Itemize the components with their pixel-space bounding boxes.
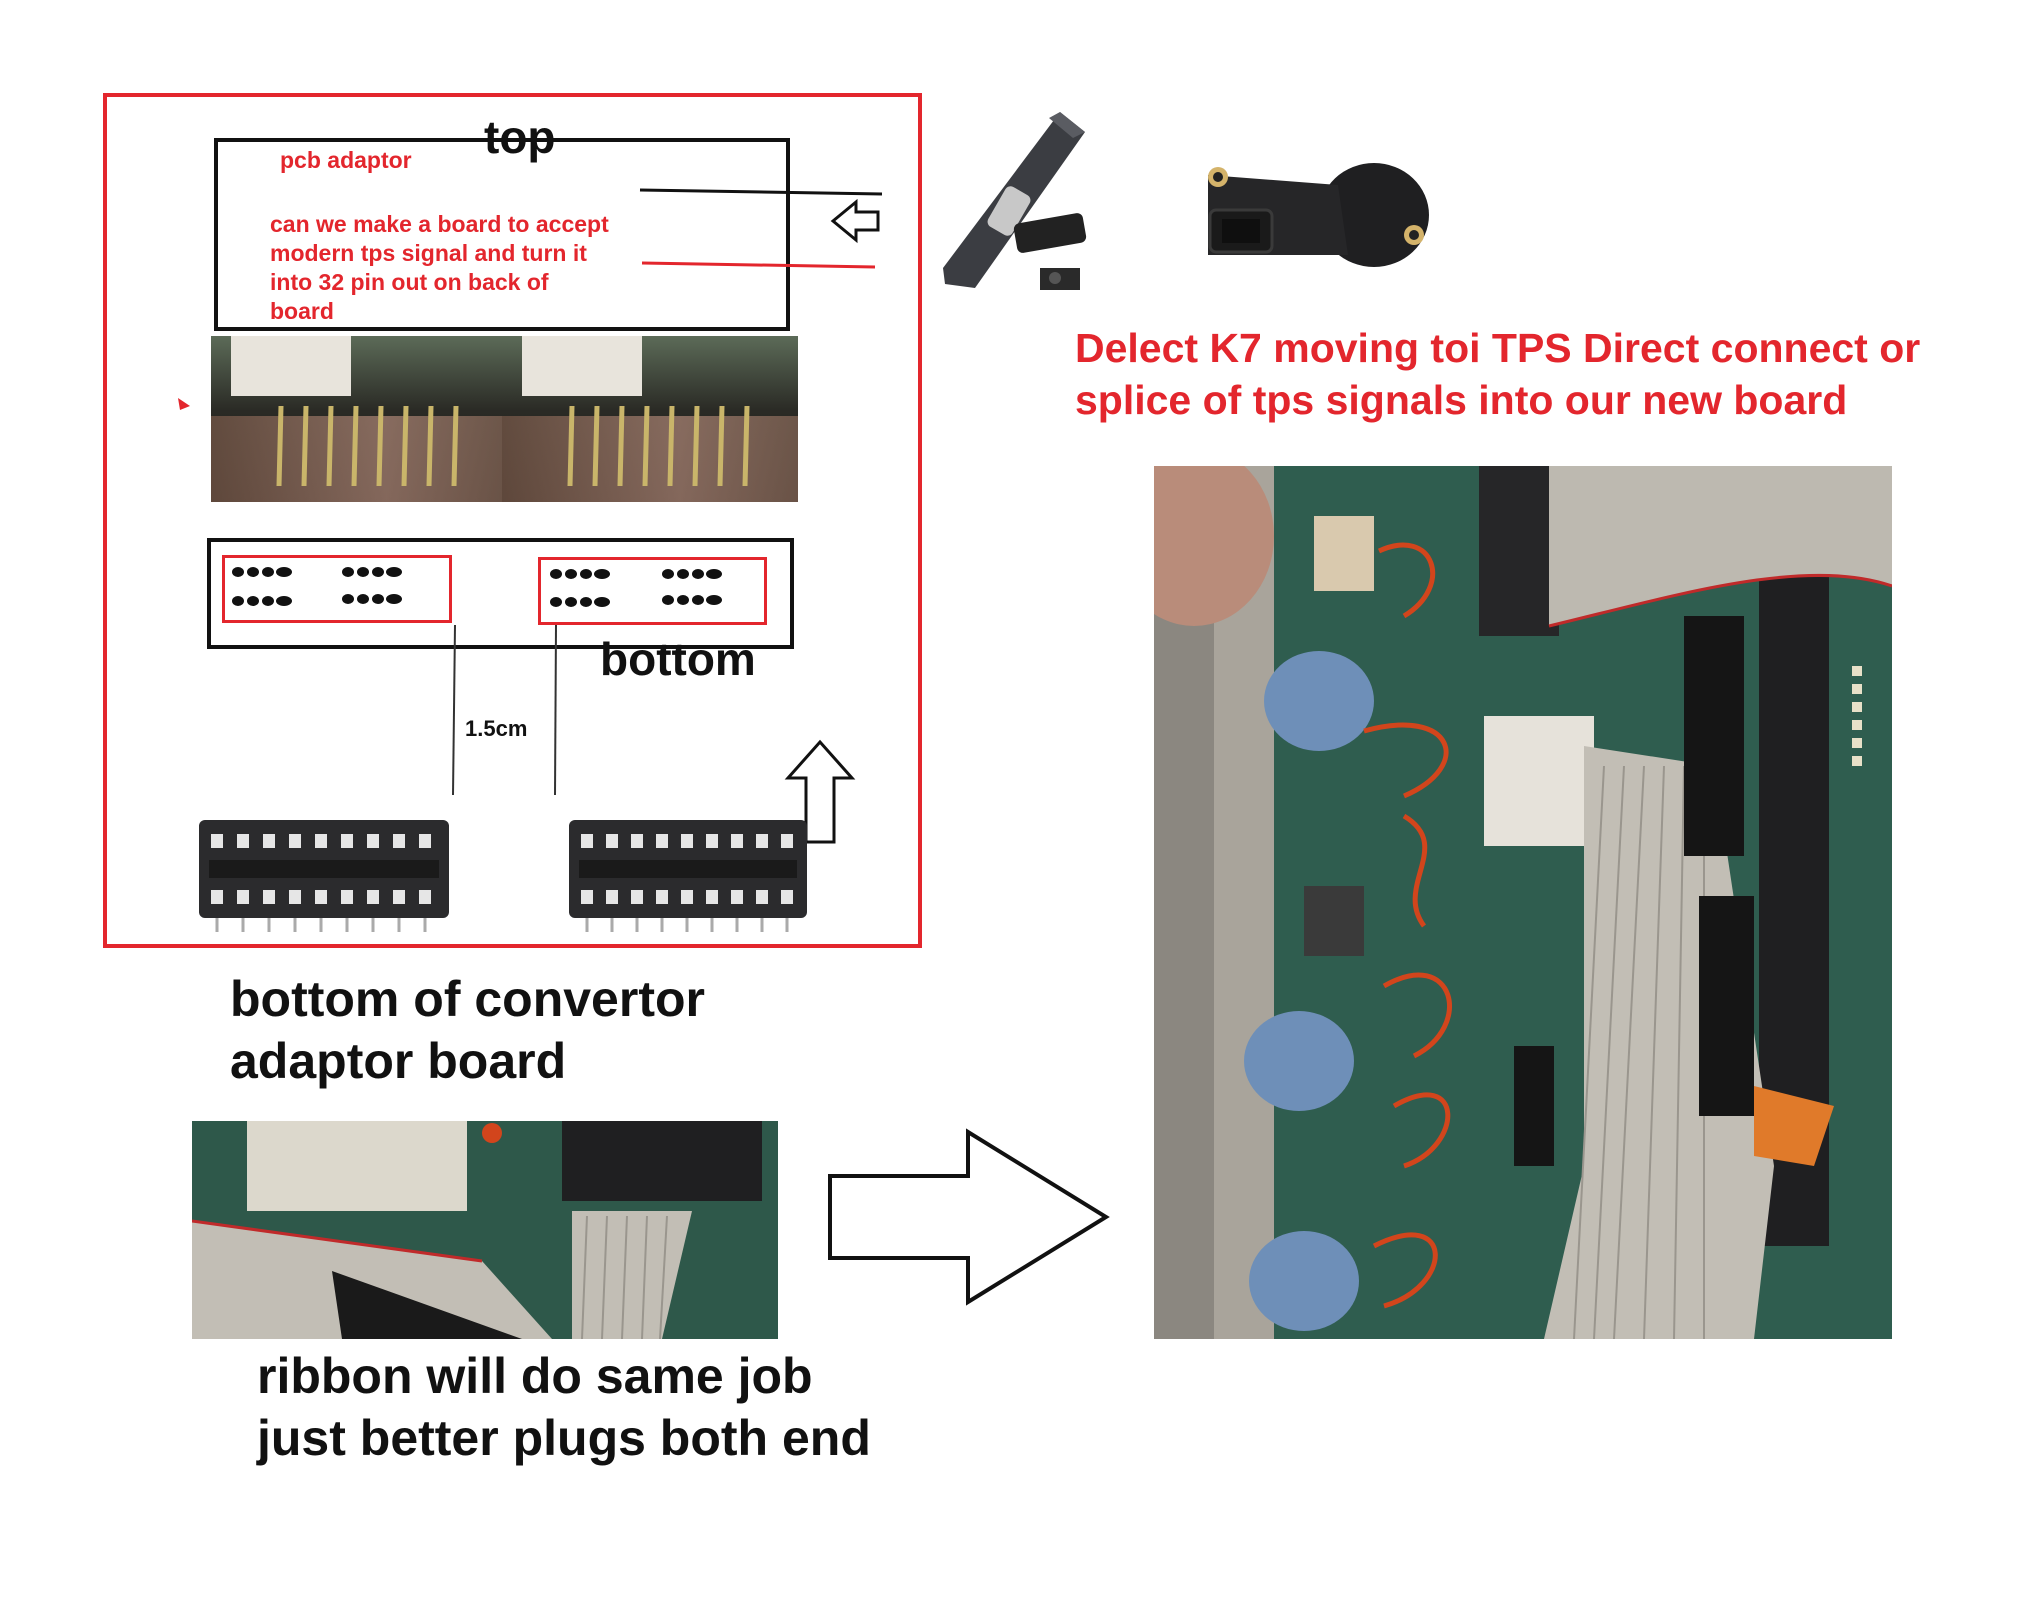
spacing-label: 1.5cm <box>465 716 528 741</box>
pcb-note-line: modern tps signal and turn it <box>270 240 587 266</box>
ic-socket-left <box>199 820 449 932</box>
pin-header-photo-left <box>211 336 503 502</box>
convertor-caption-line: adaptor board <box>230 1033 567 1089</box>
spacing-lines <box>452 625 557 796</box>
arrow-left-icon <box>830 198 880 244</box>
convertor-frame <box>103 93 922 948</box>
pcb-note: can we make a board to accept modern tps… <box>270 210 609 326</box>
small-red-marker <box>178 398 190 410</box>
top-label: top <box>484 111 556 163</box>
signal-lines <box>639 188 883 269</box>
arrow-up-icon <box>784 739 856 844</box>
pin-group-left <box>222 555 452 623</box>
tps-sensor-photo <box>1208 163 1429 267</box>
tps-pedal-photo <box>943 112 1087 290</box>
pin-group-right <box>538 557 767 625</box>
bottom-label: bottom <box>600 633 756 685</box>
ribbon-caption-line: ribbon will do same job <box>257 1348 813 1404</box>
convertor-caption-line: bottom of convertor <box>230 971 705 1027</box>
convertor-caption: bottom of convertor adaptor board <box>230 968 705 1092</box>
ribbon-caption: ribbon will do same job just better plug… <box>257 1345 871 1469</box>
pcb-note-line: into 32 pin out on back of <box>270 269 549 295</box>
ribbon-photo <box>192 1121 778 1339</box>
top-board-box <box>214 138 790 331</box>
tps-caption-line: Delect K7 moving toi TPS Direct connect … <box>1075 325 1921 371</box>
pcb-note-line: can we make a board to accept <box>270 211 609 237</box>
pcb-note-line: board <box>270 298 334 324</box>
tps-caption: Delect K7 moving toi TPS Direct connect … <box>1075 322 1920 426</box>
arrow-right-icon <box>828 1128 1110 1306</box>
ic-socket-right <box>569 820 807 932</box>
pin-header-photo-right <box>502 336 798 502</box>
pcb-adaptor-label: pcb adaptor <box>280 147 412 173</box>
pin-pads <box>232 567 722 607</box>
circuit-board-photo <box>1154 466 1892 1339</box>
ribbon-caption-line: just better plugs both end <box>257 1410 871 1466</box>
tps-caption-line: splice of tps signals into our new board <box>1075 377 1848 423</box>
